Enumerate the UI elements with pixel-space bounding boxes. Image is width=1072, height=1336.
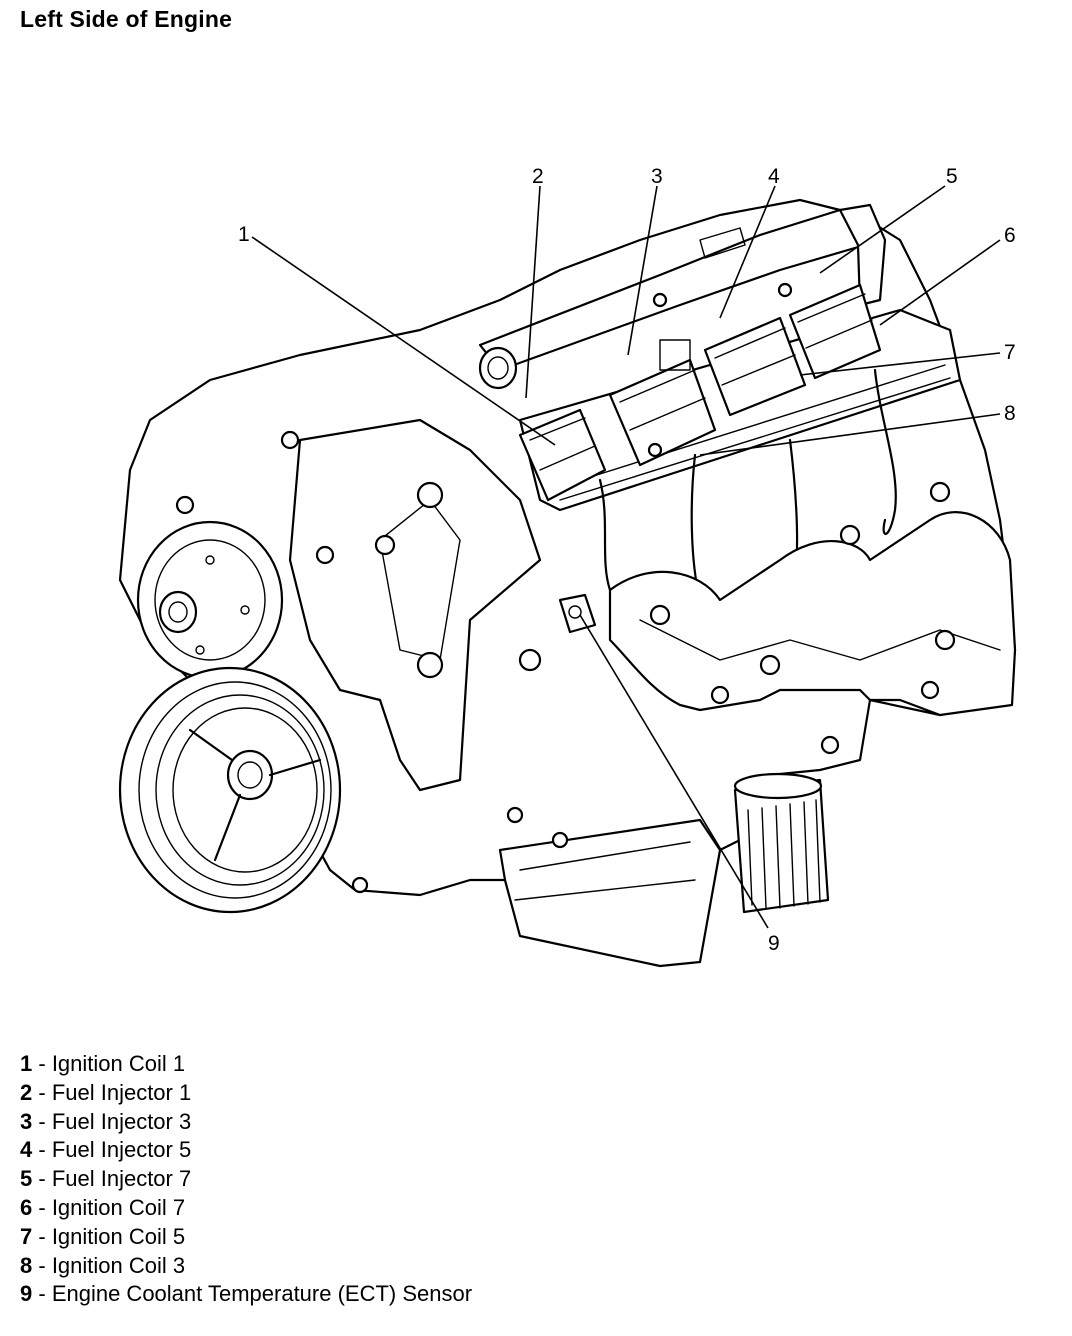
ignition-coil-1 (518, 408, 607, 502)
water-pump-pulley (136, 520, 284, 680)
block-bolts (175, 282, 940, 894)
legend-item: 8 - Ignition Coil 3 (20, 1252, 186, 1278)
legend-item: 4 - Fuel Injector 5 (20, 1137, 192, 1163)
legend-item: 1 - Ignition Coil 1 (20, 1051, 186, 1076)
legend-item: 7 - Ignition Coil 5 (20, 1223, 186, 1249)
legend-item: 2 - Fuel Injector 1 (20, 1079, 192, 1105)
oil-filter (733, 772, 830, 914)
callout-6: 6 (1004, 224, 1016, 247)
fuel-rail (478, 203, 887, 390)
ignition-coil-5 (703, 316, 807, 417)
engine-diagram: 1 2 3 4 5 6 7 8 9 (118, 165, 1017, 968)
parts-legend: 1 - Ignition Coil 1 2 - Fuel Injector 1 … (20, 1050, 472, 1309)
callout-5: 5 (946, 165, 958, 188)
crankshaft-pulley (118, 666, 342, 914)
callout-2: 2 (532, 165, 544, 188)
callout-9: 9 (768, 932, 780, 955)
callout-7: 7 (1004, 341, 1016, 364)
page-title: Left Side of Engine (20, 6, 233, 32)
ignition-coil-3 (608, 339, 717, 467)
legend-item: 9 - Engine Coolant Temperature (ECT) Sen… (20, 1281, 473, 1307)
callout-4: 4 (768, 165, 780, 188)
ignition-coil-7 (788, 283, 882, 380)
legend-item: 5 - Fuel Injector 7 (20, 1166, 192, 1192)
leader-lines (251, 185, 1001, 929)
callout-3: 3 (651, 165, 663, 188)
legend-item: 3 - Fuel Injector 3 (20, 1108, 192, 1134)
legend-item: 6 - Ignition Coil 7 (20, 1194, 186, 1220)
oil-pan (498, 818, 722, 968)
exhaust-manifold (608, 481, 1017, 717)
callout-8: 8 (1004, 402, 1016, 425)
ect-sensor (558, 593, 597, 634)
accessory-bracket (288, 418, 542, 792)
callout-1: 1 (238, 223, 250, 246)
